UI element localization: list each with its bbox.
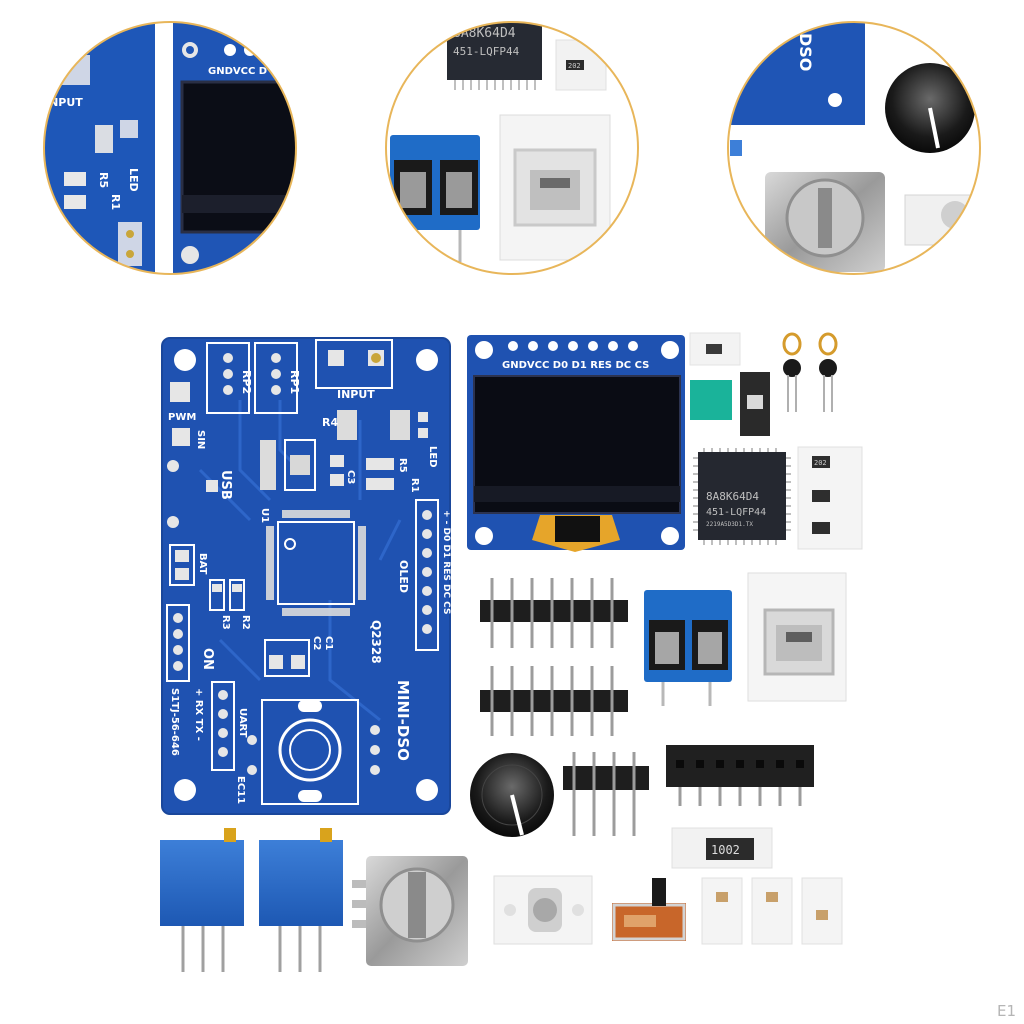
mcu-line2: 451-LQFP44 — [706, 507, 766, 518]
pcb-label-uart: UART — [237, 708, 248, 738]
pcb-label-led: LED — [427, 446, 438, 468]
pcb-label-usb: USB — [218, 470, 233, 500]
pcb-label-sin: SIN — [195, 430, 206, 449]
zoom-circle-pcb-detail: GNDVCC D INPUT LED R5 R1 — [43, 21, 297, 275]
pcb-label-c3: C3 — [345, 470, 356, 484]
pcb-label-r3: R3 — [220, 615, 231, 630]
zoom-label-led: LED — [127, 168, 140, 192]
stm8-mcu-chip: 8A8K64D4 451-LQFP44 2219A5D3D1.TX — [693, 448, 791, 545]
mcu-line1: 8A8K64D4 — [706, 490, 759, 503]
trimmer-potentiometer-1 — [160, 828, 244, 972]
pcb-label-c2: C2 — [311, 636, 322, 650]
pcb-label-bat: BAT — [197, 553, 208, 575]
zoom-circle-encoder: DSO — [727, 21, 981, 275]
rotary-encoder-ec11 — [352, 856, 468, 966]
pcb-label-c1: C1 — [323, 636, 334, 650]
screw-terminal — [644, 590, 732, 706]
zoom-label-dso: DSO — [796, 33, 815, 71]
pcb-label-oled: OLED — [397, 560, 410, 593]
smd-resistor-1002: 1002 — [671, 827, 773, 869]
pcb-label-pwm: PWM — [168, 412, 196, 423]
zoom-smd-code: 202 — [568, 62, 581, 70]
zoom-circle-components: 8A8K64D4 451-LQFP44 202 — [385, 21, 639, 275]
pcb-label-s1: S1TJ-56-646 — [169, 688, 180, 756]
pcb-label-r1: R1 — [409, 478, 420, 493]
pcb-label-oled-pins: + - D0 D1 RES DC CS — [441, 510, 451, 614]
smd-inductor-tape — [493, 875, 593, 945]
trimmer-potentiometer-2 — [259, 828, 343, 972]
zoom-label-r5: R5 — [97, 172, 110, 188]
watermark: E1 — [996, 1002, 1016, 1020]
pin-headers — [480, 578, 814, 836]
pcb-label-rp1: RP1 — [288, 370, 301, 394]
slide-switch — [612, 878, 686, 941]
pcb-title: MINI-DSO — [394, 680, 412, 761]
oled-pin-labels: GNDVCC D0 D1 RES DC CS — [502, 360, 649, 371]
mini-dso-pcb: RP2 RP1 INPUT PWM SIN USB R4 LED C3 R5 R — [161, 337, 451, 815]
smd-capacitor-tapes — [701, 877, 843, 945]
rotary-knob-cap — [470, 753, 554, 837]
pcb-label-uart-pins: + RX TX - — [193, 688, 204, 741]
pcb-label-rp2: RP2 — [240, 370, 253, 394]
pcb-label-r2: R2 — [240, 615, 251, 630]
pcb-label-input: INPUT — [337, 388, 375, 401]
zoom-chip-line1: 8A8K64D4 — [453, 26, 516, 41]
zoom-label-r1: R1 — [109, 194, 122, 210]
zoom-label-gndvcc: GNDVCC D — [208, 66, 267, 77]
pcb-label-on: ON — [200, 648, 215, 670]
pcb-label-ec11: EC11 — [235, 776, 246, 804]
mcu-line3: 2219A5D3D1.TX — [706, 521, 753, 528]
pcb-label-code: Q2328 — [369, 620, 383, 664]
micro-usb-connector — [747, 572, 847, 702]
resistor-code: 1002 — [711, 843, 740, 857]
smd-tape-code: 202 — [814, 459, 827, 467]
oled-display-module: GNDVCC D0 D1 RES DC CS — [467, 335, 685, 552]
pcb-label-r5: R5 — [397, 458, 408, 473]
pcb-label-r4: R4 — [322, 416, 338, 429]
smd-parts-top: 202 — [689, 332, 863, 550]
pcb-label-u1: U1 — [259, 508, 270, 523]
zoom-chip-line2: 451-LQFP44 — [453, 45, 520, 58]
